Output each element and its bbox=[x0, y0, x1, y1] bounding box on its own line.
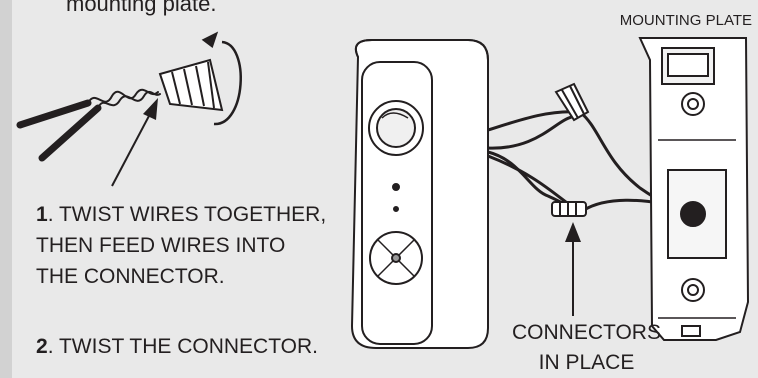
connector-lower bbox=[552, 202, 586, 216]
mounting-plate-label: MOUNTING PLATE bbox=[620, 12, 752, 29]
step-1-instruction: 1. TWIST WIRES TOGETHER, THEN FEED WIRES… bbox=[36, 199, 326, 292]
doorbell-device bbox=[352, 40, 488, 348]
mounting-plate bbox=[640, 38, 748, 340]
step-1-number: 1 bbox=[36, 203, 48, 226]
twisted-wires-icon bbox=[20, 90, 160, 158]
step-1-line-1: 1. TWIST WIRES TOGETHER, bbox=[36, 199, 326, 230]
connectors-label: CONNECTORS IN PLACE bbox=[512, 318, 661, 378]
pointer-arrow-connectors bbox=[565, 222, 581, 316]
step-1-line-3: THE CONNECTOR. bbox=[36, 261, 326, 292]
connectors-label-line-2: IN PLACE bbox=[512, 348, 661, 378]
wire-connector-icon bbox=[160, 60, 222, 110]
intro-text: mounting plate. bbox=[66, 0, 216, 17]
connectors-label-line-1: CONNECTORS bbox=[512, 318, 661, 348]
step-2-instruction: 2. TWIST THE CONNECTOR. bbox=[36, 335, 318, 359]
step-1-line-2: THEN FEED WIRES INTO bbox=[36, 230, 326, 261]
connector-upper bbox=[556, 84, 588, 120]
pointer-arrow-step1 bbox=[112, 98, 158, 186]
step-2-text: . TWIST THE CONNECTOR. bbox=[48, 335, 318, 358]
step-2-number: 2 bbox=[36, 335, 48, 358]
